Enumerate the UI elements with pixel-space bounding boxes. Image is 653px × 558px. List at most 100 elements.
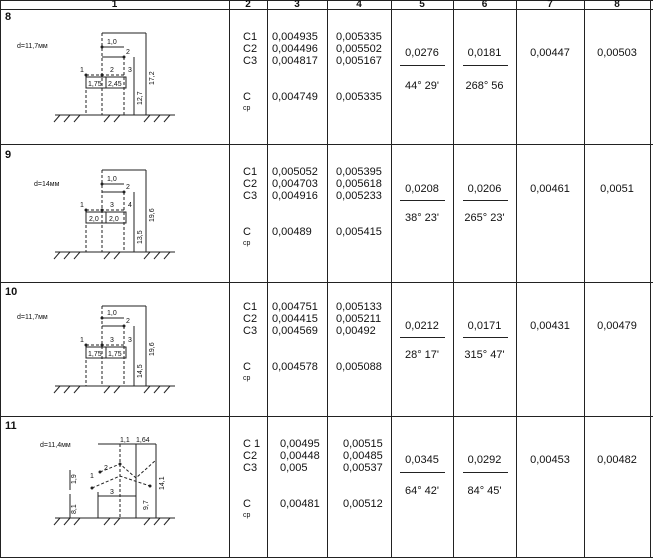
diameter-label: d=14мм (34, 181, 60, 188)
wire-label: 2 (110, 67, 114, 74)
col6-angle: 265° 23' (464, 212, 505, 224)
col8-value: 0,0051 (600, 183, 634, 195)
dim-label: 1,0 (107, 176, 117, 183)
dim-label: 1,0 (107, 310, 117, 317)
wire-label: 3 (110, 489, 114, 496)
dim-label: 1,64 (136, 437, 150, 444)
col7-value: 0,00447 (530, 47, 570, 59)
header-col-2: 2 (245, 0, 251, 10)
col6-numerator: 0,0181 (467, 47, 502, 59)
dim-label: 1,75 (108, 351, 122, 358)
col6-angle: 268° 56 (465, 80, 504, 92)
col8-value: 0,00503 (597, 47, 637, 59)
wire-label: 2 (104, 465, 108, 472)
row-number: 9 (5, 149, 12, 161)
col-divider-2 (267, 0, 268, 558)
col5-numerator: 0,0208 (405, 183, 439, 195)
wire-label: 3 (128, 67, 132, 74)
table-border-top (0, 0, 653, 1)
header-col-1: 1 (111, 0, 118, 10)
col-divider-5 (453, 0, 454, 558)
header-divider (0, 9, 653, 10)
dim-label: 14,5 (137, 364, 144, 378)
col-divider-1 (229, 0, 230, 558)
dim-label: 1,75 (88, 351, 102, 358)
row-number: 11 (5, 420, 17, 432)
dim-label: 1,1 (120, 437, 130, 444)
table-border-left (0, 0, 1, 558)
col8-value: 0,00479 (597, 320, 637, 332)
col6-numerator: 0,0171 (467, 320, 502, 332)
dim-label: 2 (126, 49, 130, 56)
dim-label: 2 (126, 184, 130, 191)
fraction-bar (463, 337, 508, 338)
col5-angle: 44° 29' (404, 80, 440, 92)
wire-label: 4 (128, 202, 132, 209)
dim-label: 2,0 (89, 216, 99, 223)
col5-angle: 38° 23' (404, 212, 440, 224)
dim-label: 19,6 (149, 342, 156, 356)
row-divider-2 (0, 282, 653, 283)
dim-label: 17,2 (149, 71, 156, 85)
dim-label: 12,7 (137, 91, 144, 105)
dim-label: 14,1 (159, 476, 166, 490)
header-col-3: 3 (294, 0, 300, 10)
col7-value: 0,00431 (530, 320, 570, 332)
wire-label: 1 (90, 473, 94, 480)
col5-numerator: 0,0276 (405, 47, 439, 59)
dim-label: 9,7 (143, 500, 150, 510)
row-number: 10 (5, 286, 18, 298)
dim-label: 2,0 (109, 216, 119, 223)
diameter-label: d=11,7мм (17, 43, 48, 50)
col-divider-7 (584, 0, 585, 558)
col5-numerator: 0,0345 (405, 454, 439, 466)
wire-label: 3 (110, 202, 114, 209)
row-number: 8 (5, 11, 12, 23)
col-divider-3 (327, 0, 328, 558)
wire-layout-sketch: 1,0 2 1 2 3 1,75 2,45 12,7 17,2 (53, 32, 175, 123)
table-border-right (650, 0, 651, 558)
wire-label: 1 (80, 337, 84, 344)
fraction-bar (400, 200, 445, 201)
fraction-bar (400, 337, 445, 338)
fraction-bar (400, 472, 445, 473)
fraction-bar (400, 65, 445, 66)
col6-numerator: 0,0206 (467, 183, 502, 195)
wire-label: 1 (80, 67, 84, 74)
col8-value: 0,00482 (597, 454, 637, 466)
wire-layout-sketch: 1,0 2 1 3 3 1,75 1,75 14,5 19,6 (53, 305, 175, 394)
col6-angle: 84° 45' (467, 485, 502, 497)
dim-label: 2,45 (108, 81, 122, 88)
col-divider-4 (391, 0, 392, 558)
row-divider-3 (0, 416, 653, 417)
diameter-label: d=11,4мм (40, 442, 71, 449)
col7-value: 0,00461 (530, 183, 570, 195)
row-divider-1 (0, 144, 653, 145)
col6-numerator: 0,0292 (467, 454, 502, 466)
diameter-label: d=11,7мм (17, 314, 48, 321)
header-col-7: 7 (547, 0, 553, 10)
col5-angle: 64° 42' (404, 485, 440, 497)
col-divider-6 (516, 0, 517, 558)
dim-label: 1,75 (88, 81, 102, 88)
fraction-bar (463, 472, 508, 473)
wire-label: 1 (80, 202, 84, 209)
wire-layout-sketch: 1,1 1,64 2 1 3 1,9 8,1 9,7 14,1 (53, 437, 175, 526)
col7-value: 0,00453 (530, 454, 570, 466)
header-col-5: 5 (419, 0, 425, 10)
dim-label: 13,5 (137, 230, 144, 244)
dim-label: 19,6 (149, 208, 156, 222)
wire-label: 3 (128, 337, 132, 344)
fraction-bar (463, 65, 508, 66)
